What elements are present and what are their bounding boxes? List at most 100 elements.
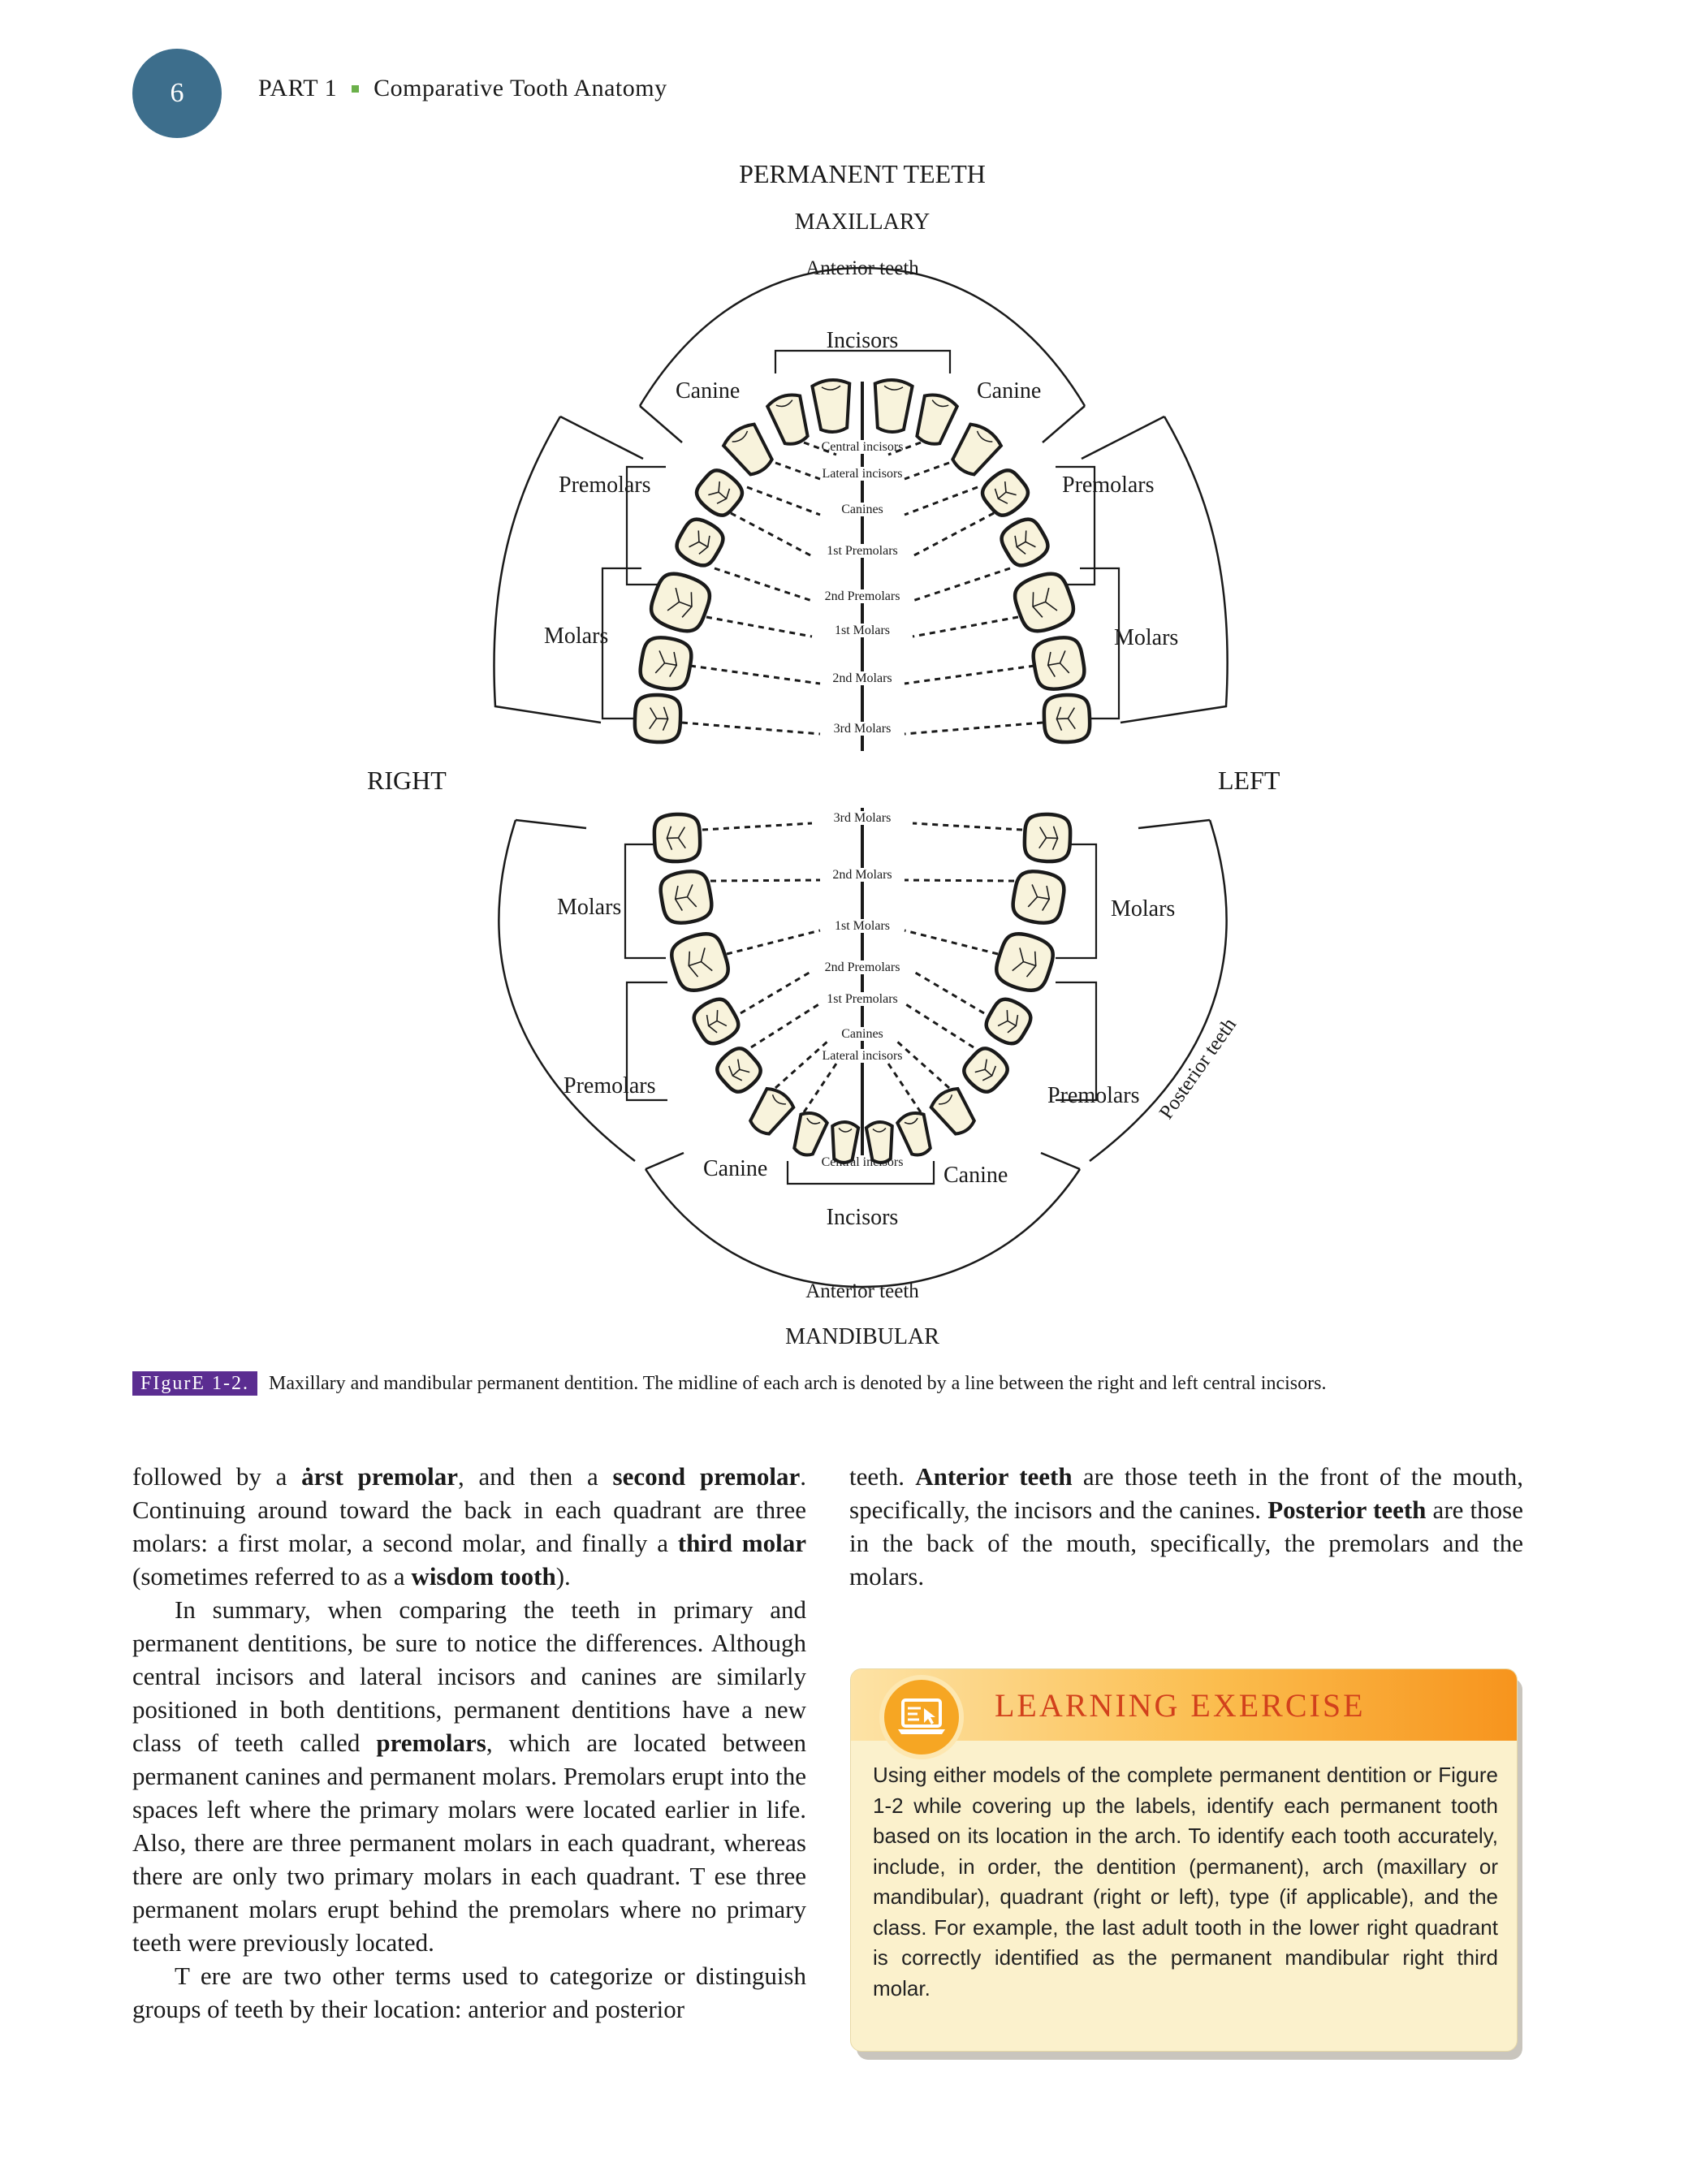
body-left-column: followed by a ȧrst premolar, and then a … xyxy=(132,1460,806,2026)
upper-right-leader-line xyxy=(746,486,821,516)
upper-tooth-left-3 xyxy=(951,422,1004,477)
page-number-badge: 6 xyxy=(132,49,222,138)
upper-left-leader-line xyxy=(904,486,978,516)
body-paragraph: In summary, when comparing the teeth in … xyxy=(132,1593,806,1959)
lower-midline-label: 1st Premolars xyxy=(827,992,898,1006)
lower-tooth-right-2 xyxy=(658,870,714,925)
exercise-text: Using either models of the complete perm… xyxy=(873,1763,1498,2001)
lower-midline-label: 3rd Molars xyxy=(834,811,892,825)
lower-tooth-right-1 xyxy=(652,812,702,864)
lower-right-leader-line xyxy=(726,929,821,956)
figure-caption: FIgurE 1-2.Maxillary and mandibular perm… xyxy=(132,1368,1529,1399)
molars-top-right-label: Molars xyxy=(544,624,608,649)
lower-midline-label-bg xyxy=(840,1027,885,1041)
lower-brackets xyxy=(624,843,1098,1185)
premolars-bottom-left-label: Premolars xyxy=(1047,1083,1140,1108)
section-title: Comparative Tooth Anatomy xyxy=(374,75,667,101)
bullet-icon xyxy=(352,84,360,93)
text-run: , which are located between permanent ca… xyxy=(132,1729,806,1957)
upper-left-leader-line xyxy=(904,461,950,481)
upper-left-leader-line xyxy=(912,615,1019,638)
lower-left-leader-line xyxy=(904,878,1015,883)
lower-tooth-left-3 xyxy=(995,931,1055,993)
lower-midline-label-bg xyxy=(825,992,900,1006)
upper-brackets xyxy=(601,349,1121,720)
dentition-diagram: PERMANENT TEETH MAXILLARY MANDIBULAR RIG… xyxy=(367,159,1280,1349)
lower-left-leader-line xyxy=(912,822,1023,831)
body-paragraph: T ere are two other terms used to catego… xyxy=(132,1962,806,2023)
molars-top-left-label: Molars xyxy=(1114,625,1178,650)
lower-right-leader-line xyxy=(750,1002,821,1049)
figure-label: FIgurE 1-2. xyxy=(132,1371,257,1396)
upper-right-leader-line xyxy=(775,461,821,481)
upper-midline-label: 1st Molars xyxy=(835,624,890,637)
text-run: , and then a xyxy=(457,1462,613,1491)
learning-exercise-box: Using either models of the complete perm… xyxy=(850,1668,1522,2060)
lower-tooth-left-6 xyxy=(929,1086,977,1136)
text-run: (sometimes referred to as a xyxy=(132,1562,412,1591)
lower-right-leader-line xyxy=(740,969,813,1015)
upper-right-leader-line xyxy=(730,511,813,558)
lower-tooth-left-1 xyxy=(1022,812,1073,864)
upper-midline-label: 2nd Molars xyxy=(832,671,892,685)
lower-right-leader-line xyxy=(775,1039,829,1090)
upper-tooth-left-5 xyxy=(1000,517,1050,568)
upper-midline-label-bg xyxy=(831,722,893,736)
lower-midline-label: 1st Molars xyxy=(835,919,890,933)
upper-midline-label: Canines xyxy=(841,503,883,516)
lower-tooth-left-7 xyxy=(895,1111,932,1157)
lower-midline-label: Lateral incisors xyxy=(822,1049,902,1063)
text-run: ). xyxy=(555,1562,571,1591)
upper-left-leader-line xyxy=(904,721,1043,736)
upper-region-arcs xyxy=(493,266,1228,724)
upper-right-leader-line xyxy=(714,567,813,602)
lower-midline-label-bg xyxy=(820,1049,905,1063)
upper-midline-label: 1st Premolars xyxy=(827,544,898,558)
upper-midline-label-bg xyxy=(833,624,892,637)
upper-tooth-left-1 xyxy=(873,378,914,434)
lower-tooth-right-5 xyxy=(715,1047,762,1094)
page-number: 6 xyxy=(170,78,184,108)
lower-midline-label-bg xyxy=(831,811,893,825)
lower-left-leader-line xyxy=(896,1039,950,1090)
mandibular-label: MANDIBULAR xyxy=(785,1324,939,1349)
lower-left-leader-line xyxy=(887,1063,922,1113)
right-label: RIGHT xyxy=(367,766,447,795)
exercise-title: LEARNING EXERCISE xyxy=(995,1687,1366,1724)
upper-midline-label: 2nd Premolars xyxy=(825,589,900,603)
canine-bottom-left-label: Canine xyxy=(943,1163,1008,1188)
lower-left-leader-line xyxy=(912,969,985,1015)
lower-right-leader-line xyxy=(710,878,821,883)
exercise-panel: Using either models of the complete perm… xyxy=(850,1668,1518,2052)
incisors-bottom-label: Incisors xyxy=(827,1205,899,1230)
incisors-top-label: Incisors xyxy=(827,328,899,353)
lower-tooth-right-8 xyxy=(831,1120,861,1164)
upper-tooth-left-4 xyxy=(980,468,1030,517)
left-label: LEFT xyxy=(1218,766,1280,795)
upper-tooth-left-6 xyxy=(1013,572,1076,633)
upper-midline-label: Lateral incisors xyxy=(822,467,902,481)
canine-bottom-right-label: Canine xyxy=(703,1156,767,1181)
text-run: teeth. xyxy=(849,1462,916,1491)
upper-tooth-right-8 xyxy=(633,693,683,745)
laptop-cursor-icon xyxy=(879,1675,964,1759)
upper-midline-label-bg xyxy=(819,440,905,454)
lower-midline-label-bg xyxy=(831,868,894,882)
body-paragraph: teeth. Anterior teeth are those teeth in… xyxy=(849,1460,1523,1593)
lower-midline-label-bg xyxy=(823,960,902,974)
body-right-column: teeth. Anterior teeth are those teeth in… xyxy=(849,1460,1523,1593)
molars-bottom-right-label: Molars xyxy=(557,895,621,920)
premolars-top-right-label: Premolars xyxy=(559,473,651,498)
teeth xyxy=(633,378,1092,1164)
upper-midline-label-bg xyxy=(825,544,900,558)
term-premolars: premolars xyxy=(376,1729,486,1757)
upper-tooth-right-6 xyxy=(649,572,712,633)
lower-midline-label-bg xyxy=(833,919,892,933)
upper-left-leader-line xyxy=(904,664,1035,685)
text-run: followed by a xyxy=(132,1462,302,1491)
upper-midline-label-bg xyxy=(831,671,894,685)
upper-left-leader-line xyxy=(912,511,995,558)
upper-tooth-left-7 xyxy=(1031,636,1086,691)
running-head: PART 1 Comparative Tooth Anatomy xyxy=(258,75,667,102)
term-posterior-teeth: Posterior teeth xyxy=(1267,1496,1427,1524)
